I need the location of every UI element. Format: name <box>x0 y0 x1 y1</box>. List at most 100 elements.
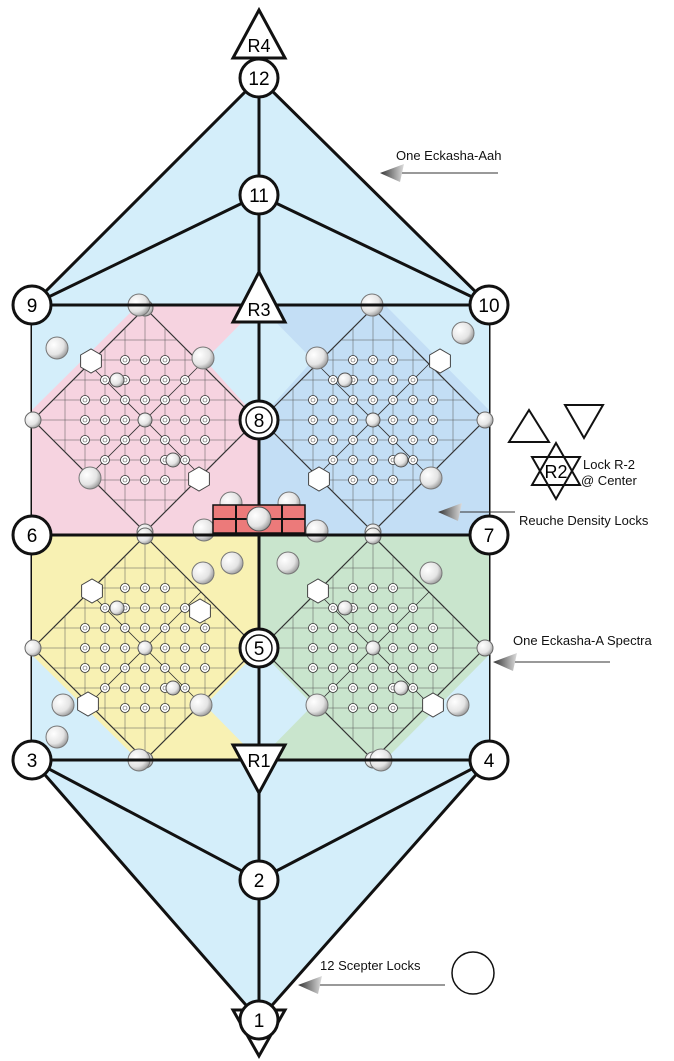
node-11: 11 <box>238 174 280 216</box>
annotation-reuche: Reuche Density Locks <box>519 513 649 528</box>
lattice-node <box>348 455 358 465</box>
lattice-node <box>328 683 338 693</box>
arrow-eckasha-aah <box>380 164 498 182</box>
lattice-node <box>348 435 358 445</box>
hexagon-marker <box>77 691 99 717</box>
lattice-node <box>348 415 358 425</box>
node-9-label: 9 <box>27 296 38 317</box>
lattice-node <box>100 415 110 425</box>
lattice-node <box>120 415 130 425</box>
lattice-hub-sphere <box>337 372 353 388</box>
lattice-node <box>348 583 358 593</box>
lattice-node <box>348 395 358 405</box>
lattice-node <box>368 603 378 613</box>
lattice-node <box>368 623 378 633</box>
lattice-node <box>408 435 418 445</box>
lattice-node <box>388 435 398 445</box>
lattice-node <box>80 435 90 445</box>
lattice-node <box>368 375 378 385</box>
lattice-node <box>140 475 150 485</box>
lattice-node <box>160 663 170 673</box>
lattice-node <box>388 415 398 425</box>
triangle-r3-label: R3 <box>247 300 270 320</box>
scepter-sphere <box>276 551 300 575</box>
lattice-node <box>308 395 318 405</box>
node-11-label: 11 <box>249 186 269 207</box>
lattice-node <box>160 415 170 425</box>
lattice-hub-sphere <box>337 600 353 616</box>
lattice-node <box>80 643 90 653</box>
lattice-node <box>140 435 150 445</box>
lattice-node <box>120 475 130 485</box>
scepter-sphere <box>305 693 329 717</box>
lattice-hub-sphere <box>165 680 181 696</box>
node-3-label: 3 <box>27 751 38 772</box>
scepter-sphere <box>45 725 69 749</box>
scepter-sphere <box>419 466 443 490</box>
hexagon-marker <box>189 598 211 624</box>
lattice-node <box>160 703 170 713</box>
node-12: 12 <box>238 57 280 99</box>
lattice-node <box>180 455 190 465</box>
lattice-node <box>160 583 170 593</box>
node-5-label: 5 <box>254 639 265 660</box>
lattice-node <box>160 355 170 365</box>
triangle-r4-label: R4 <box>247 36 270 56</box>
lattice-node <box>328 643 338 653</box>
scepter-sphere <box>220 551 244 575</box>
node-6-label: 6 <box>27 526 38 547</box>
reuche-density-locks-band <box>212 504 306 534</box>
lattice-outer-sphere <box>24 411 42 429</box>
lattice-node <box>160 475 170 485</box>
hexagon-marker <box>429 348 451 374</box>
lattice-node <box>180 375 190 385</box>
lattice-node <box>180 643 190 653</box>
scepter-sphere <box>45 336 69 360</box>
lattice-node <box>120 355 130 365</box>
lattice-node <box>160 603 170 613</box>
hexagon-marker <box>81 578 103 604</box>
lattice-node <box>388 663 398 673</box>
node-4-label: 4 <box>484 751 495 772</box>
node-1-label: 1 <box>254 1011 265 1032</box>
hexagon-marker <box>188 466 210 492</box>
lattice-node <box>328 623 338 633</box>
lattice-node <box>408 455 418 465</box>
lattice-node <box>408 375 418 385</box>
lattice-node <box>200 415 210 425</box>
scepter-sphere <box>191 346 215 370</box>
lattice-node <box>368 435 378 445</box>
lattice-node <box>180 435 190 445</box>
lattice-node <box>100 375 110 385</box>
lattice-node <box>368 395 378 405</box>
lattice-node <box>120 683 130 693</box>
triangle-r3: R3 <box>230 268 288 324</box>
lattice-node <box>180 623 190 633</box>
lattice-node <box>100 663 110 673</box>
lattice-node <box>428 435 438 445</box>
lattice-node <box>328 455 338 465</box>
lattice-node <box>388 375 398 385</box>
lattice-node <box>120 663 130 673</box>
scepter-sphere <box>189 693 213 717</box>
node-8: 8 <box>238 399 280 441</box>
lattice-node <box>388 583 398 593</box>
annotation-lock-r2-line1: Lock R-2 <box>583 457 635 472</box>
lattice-node <box>348 643 358 653</box>
lattice-node <box>408 623 418 633</box>
node-1: 1 <box>238 999 280 1041</box>
lattice-node <box>348 703 358 713</box>
node-7-label: 7 <box>484 526 495 547</box>
lattice-node <box>100 623 110 633</box>
lattice-node <box>408 603 418 613</box>
triangle-r1-label: R1 <box>247 751 270 771</box>
lattice-node <box>328 435 338 445</box>
lattice-node <box>408 643 418 653</box>
lattice-hub-sphere <box>365 412 381 428</box>
lattice-node <box>368 355 378 365</box>
lattice-node <box>200 435 210 445</box>
annotation-lock-r2-line2: @ Center <box>581 473 637 488</box>
lattice-node <box>308 643 318 653</box>
lattice-node <box>140 583 150 593</box>
node-2-label: 2 <box>254 871 265 892</box>
